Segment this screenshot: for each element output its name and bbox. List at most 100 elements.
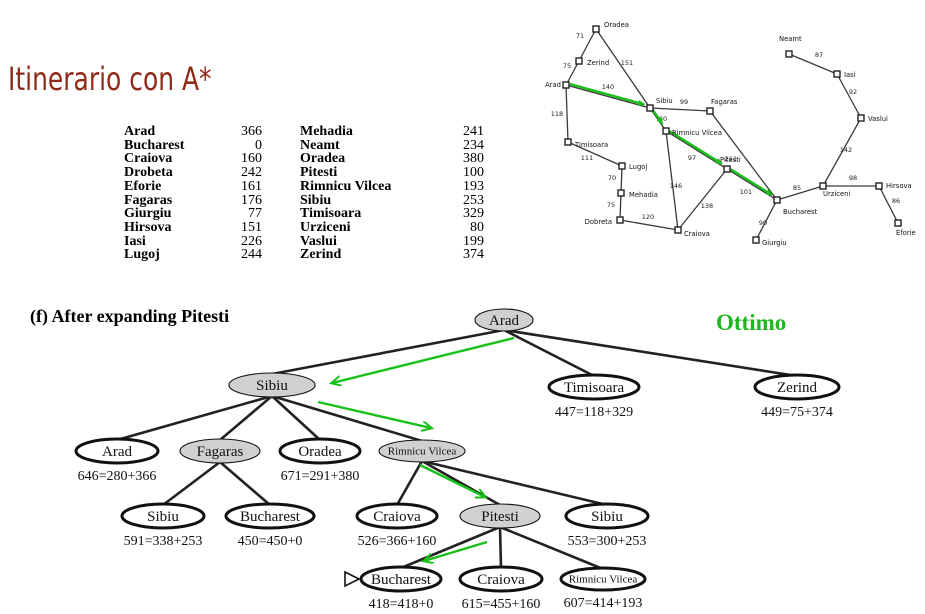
city-label-bucharest: Bucharest [783, 208, 818, 216]
tree-node-label: Fagaras [197, 444, 244, 460]
tree-node-f-value: 449=75+374 [761, 405, 833, 420]
tree-edge [162, 460, 221, 507]
table-value-cell: 151 [241, 219, 262, 235]
road-rimnicu-vilcea-craiova [665, 130, 679, 231]
city-label-rimnicu-vilcea: Rimnicu Vilcea [672, 129, 722, 137]
tree-edge [498, 526, 503, 569]
road-cost-label: 120 [642, 213, 654, 221]
tree-optimal-arrow [317, 400, 431, 428]
road-cost-label: 70 [608, 174, 616, 182]
city-marker-oradea [592, 25, 600, 33]
road-dobreta-craiova [619, 219, 679, 231]
tree-optimal-arrow [332, 336, 515, 383]
table-value-cell: 329 [463, 206, 484, 222]
road-cost-label: 111 [581, 154, 593, 162]
tree-node-sibiu: Sibiu [228, 372, 316, 398]
table-city-cell: Urziceni [300, 219, 351, 235]
road-cost-label: 211 [725, 155, 737, 163]
city-marker-giurgiu [752, 236, 760, 244]
tree-node-label: Craiova [373, 509, 421, 525]
table-city-cell: Iasi [124, 233, 146, 249]
tree-node-oradea: Oradea 671=291+380 [278, 437, 362, 484]
tree-node-ellipse [355, 502, 439, 530]
table-city-cell: Drobeta [124, 165, 173, 181]
tree-edge [503, 328, 595, 378]
table-value-cell: 242 [241, 165, 262, 181]
city-marker-lugoj [618, 162, 626, 170]
table-value-cell: 380 [463, 151, 484, 167]
tree-node-ellipse [459, 503, 541, 529]
tree-node-ellipse [359, 565, 443, 593]
road-cost-label: 87 [815, 51, 823, 59]
table-value-cell: 244 [241, 247, 262, 263]
tree-edge [395, 460, 424, 506]
road-cost-label: 101 [740, 188, 752, 196]
tree-edge [116, 394, 273, 442]
tree-node-f-value: 607=414+193 [564, 596, 643, 611]
tree-node-f-value: 646=280+366 [78, 469, 157, 484]
table-value-cell: 80 [470, 219, 484, 235]
tree-node-label: Sibiu [256, 378, 288, 394]
tree-node-label: Oradea [298, 444, 342, 460]
city-label-giurgiu: Giurgiu [762, 239, 787, 247]
tree-edge [503, 328, 798, 378]
road-cost-label: 140 [602, 83, 614, 91]
tree-node-fagaras: Fagaras [179, 438, 261, 464]
road-vaslui-iasi [836, 73, 862, 119]
table-city-cell: Eforie [124, 178, 162, 194]
road-zerind-arad [565, 60, 580, 86]
city-label-timisoara: Timisoara [574, 141, 608, 149]
table-city-cell: Lugoj [124, 247, 160, 263]
tree-node-ellipse [547, 373, 641, 401]
table-value-cell: 226 [241, 233, 262, 249]
tree-optimal-arrows [317, 336, 515, 561]
city-marker-urziceni [819, 182, 827, 190]
tree-edge [219, 395, 273, 441]
city-marker-pitesti [723, 165, 731, 173]
table-city-cell: Arad [124, 124, 156, 139]
tree-node-ellipse [179, 438, 261, 464]
road-oradea-sibiu [595, 28, 651, 109]
tree-node-label: Arad [489, 313, 519, 329]
city-marker-hirsova [875, 182, 883, 190]
tree-node-label: Bucharest [240, 509, 301, 525]
city-label-lugoj: Lugoj [629, 163, 647, 171]
tree-node-f-value: 671=291+380 [281, 469, 360, 484]
road-cost-label: 86 [892, 197, 900, 205]
tree-node-ellipse [474, 308, 534, 332]
table-value-cell: 199 [463, 233, 484, 249]
city-label-craiova: Craiova [684, 230, 710, 238]
city-label-vaslui: Vaslui [868, 115, 888, 123]
road-bucharest-urziceni [776, 185, 824, 201]
city-marker-dobreta [616, 216, 624, 224]
tree-edge [219, 461, 271, 506]
city-label-arad: Arad [545, 81, 561, 89]
table-city-cell: Oradea [300, 151, 346, 167]
city-marker-bucharest [773, 196, 781, 204]
tree-edge [271, 395, 321, 441]
tree-node-ellipse [559, 566, 647, 592]
table-city-cell: Craiova [124, 151, 173, 167]
tree-node-label: Pitesti [481, 509, 519, 525]
table-value-cell: 193 [463, 178, 484, 194]
tree-node-f-value: 447=118+329 [555, 405, 633, 420]
city-marker-timisoara [564, 138, 572, 146]
city-marker-craiova [674, 226, 682, 234]
city-marker-rimnicu-vilcea [662, 127, 670, 135]
tree-node-f-value: 615=455+160 [462, 597, 541, 612]
road-bucharest-giurgiu [755, 199, 778, 241]
table-city-cell: Timisoara [300, 206, 362, 222]
city-marker-fagaras [706, 107, 714, 115]
city-marker-mehadia [617, 189, 625, 197]
optimal-path-arrow [651, 108, 664, 125]
